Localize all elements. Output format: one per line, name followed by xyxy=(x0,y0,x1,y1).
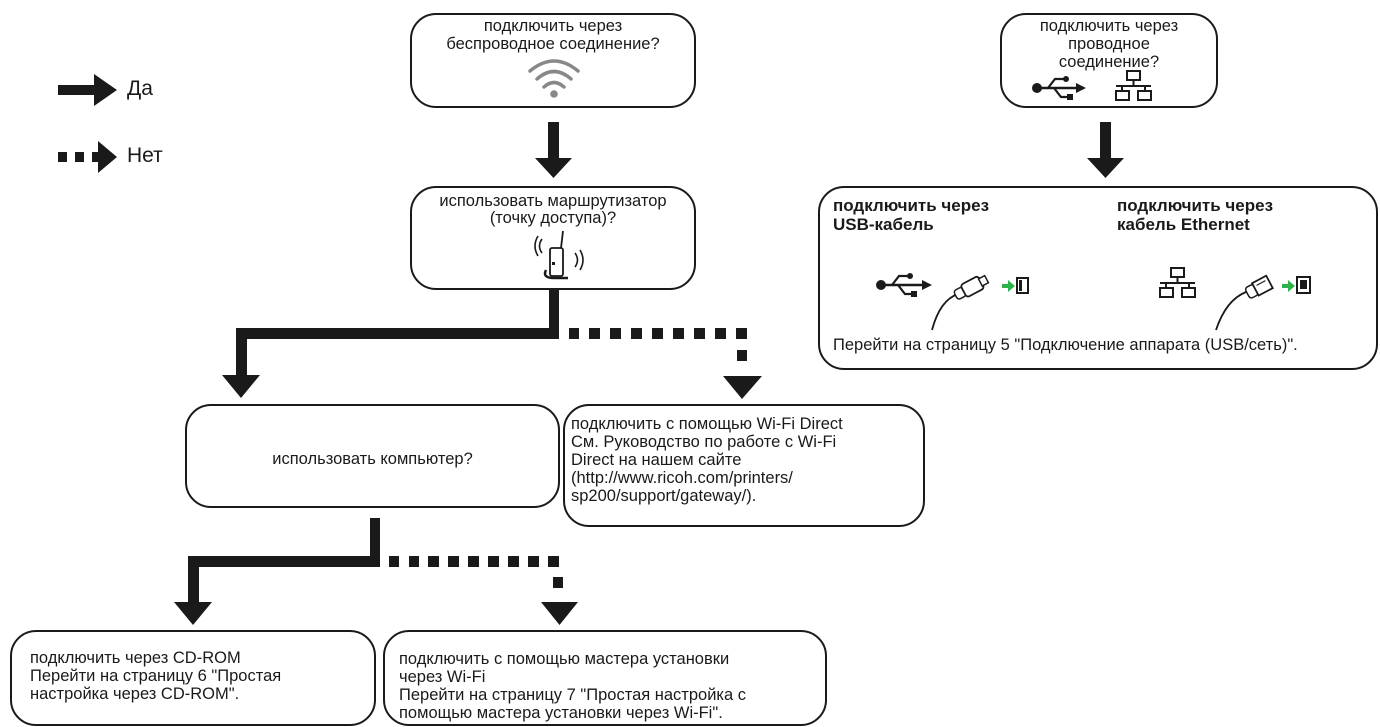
router-question-line2: (точку доступа)? xyxy=(489,209,617,227)
wired-question-line1: подключить через xyxy=(1039,17,1179,35)
wifi-direct-line3: Direct на нашем сайте xyxy=(571,451,742,469)
ethernet-cable-icon xyxy=(1215,274,1311,331)
wizard-line1: подключить с помощью мастера установки xyxy=(399,650,730,668)
wifi-direct-line2: См. Руководство по работе с Wi-Fi xyxy=(571,433,837,451)
legend-no-label: Нет xyxy=(127,144,163,167)
cdrom-line1: подключить через CD-ROM xyxy=(30,649,241,667)
usb-option-title-line2: USB-кабель xyxy=(833,215,934,234)
wifi-icon xyxy=(528,59,580,98)
ethernet-option-title-line2: кабель Ethernet xyxy=(1117,215,1250,234)
router-icon xyxy=(534,230,584,280)
cdrom-line2: Перейти на страницу 6 "Простая xyxy=(30,667,282,685)
cdrom-line3: настройка через CD-ROM". xyxy=(30,685,240,703)
legend-yes-label: Да xyxy=(127,77,153,100)
connector-no xyxy=(569,328,762,399)
wizard-line2: через Wi-Fi xyxy=(399,668,486,686)
network-icon xyxy=(1159,267,1196,298)
wizard-line4: помощью мастера установки через Wi-Fi". xyxy=(399,704,723,722)
cdrom-result-node: подключить через CD-ROM Перейти на стран… xyxy=(10,630,376,726)
wireless-question-line1: подключить через xyxy=(483,17,623,35)
connector-no xyxy=(389,556,578,625)
wired-options-node: подключить через USB-кабель подключить ч… xyxy=(818,186,1378,370)
wifi-direct-line1: подключить с помощью Wi-Fi Direct xyxy=(571,415,843,433)
wifi-direct-result-node: подключить с помощью Wi-Fi Direct См. Ру… xyxy=(563,404,925,527)
wired-question-line2: проводное xyxy=(1068,35,1150,53)
wired-question-line3: соединение? xyxy=(1058,53,1160,71)
computer-question-text: использовать компьютер? xyxy=(272,450,473,468)
wired-options-footer: Перейти на страницу 5 "Подключение аппар… xyxy=(833,336,1298,354)
connector-yes xyxy=(1100,122,1111,158)
usb-cable-icon xyxy=(931,274,1029,331)
wired-question-node: подключить через проводное соединение? xyxy=(1000,13,1218,108)
router-question-line1: использовать маршрутизатор xyxy=(439,192,667,210)
connector-yes xyxy=(548,122,559,158)
usb-icon xyxy=(876,273,932,297)
usb-option-title-line1: подключить через xyxy=(833,196,990,215)
router-question-node: использовать маршрутизатор (точку доступ… xyxy=(410,186,696,290)
wireless-question-line2: беспроводное соединение? xyxy=(446,35,660,53)
network-icon xyxy=(1115,70,1152,101)
ethernet-option-title-line1: подключить через xyxy=(1117,196,1274,215)
connector-yes-head xyxy=(535,158,572,178)
no-arrow-icon xyxy=(58,141,117,173)
wifi-direct-line5: sp200/support/gateway/). xyxy=(571,487,757,505)
wifi-direct-line4: (http://www.ricoh.com/printers/ xyxy=(571,469,793,487)
wizard-result-node: подключить с помощью мастера установки ч… xyxy=(383,630,827,726)
yes-arrow-icon xyxy=(58,74,117,106)
usb-icon xyxy=(1032,76,1086,100)
connector-yes-head xyxy=(1087,158,1124,178)
wireless-question-node: подключить через беспроводное соединение… xyxy=(410,13,696,108)
computer-question-node: использовать компьютер? xyxy=(185,404,560,508)
wizard-line3: Перейти на страницу 7 "Простая настройка… xyxy=(399,686,747,704)
